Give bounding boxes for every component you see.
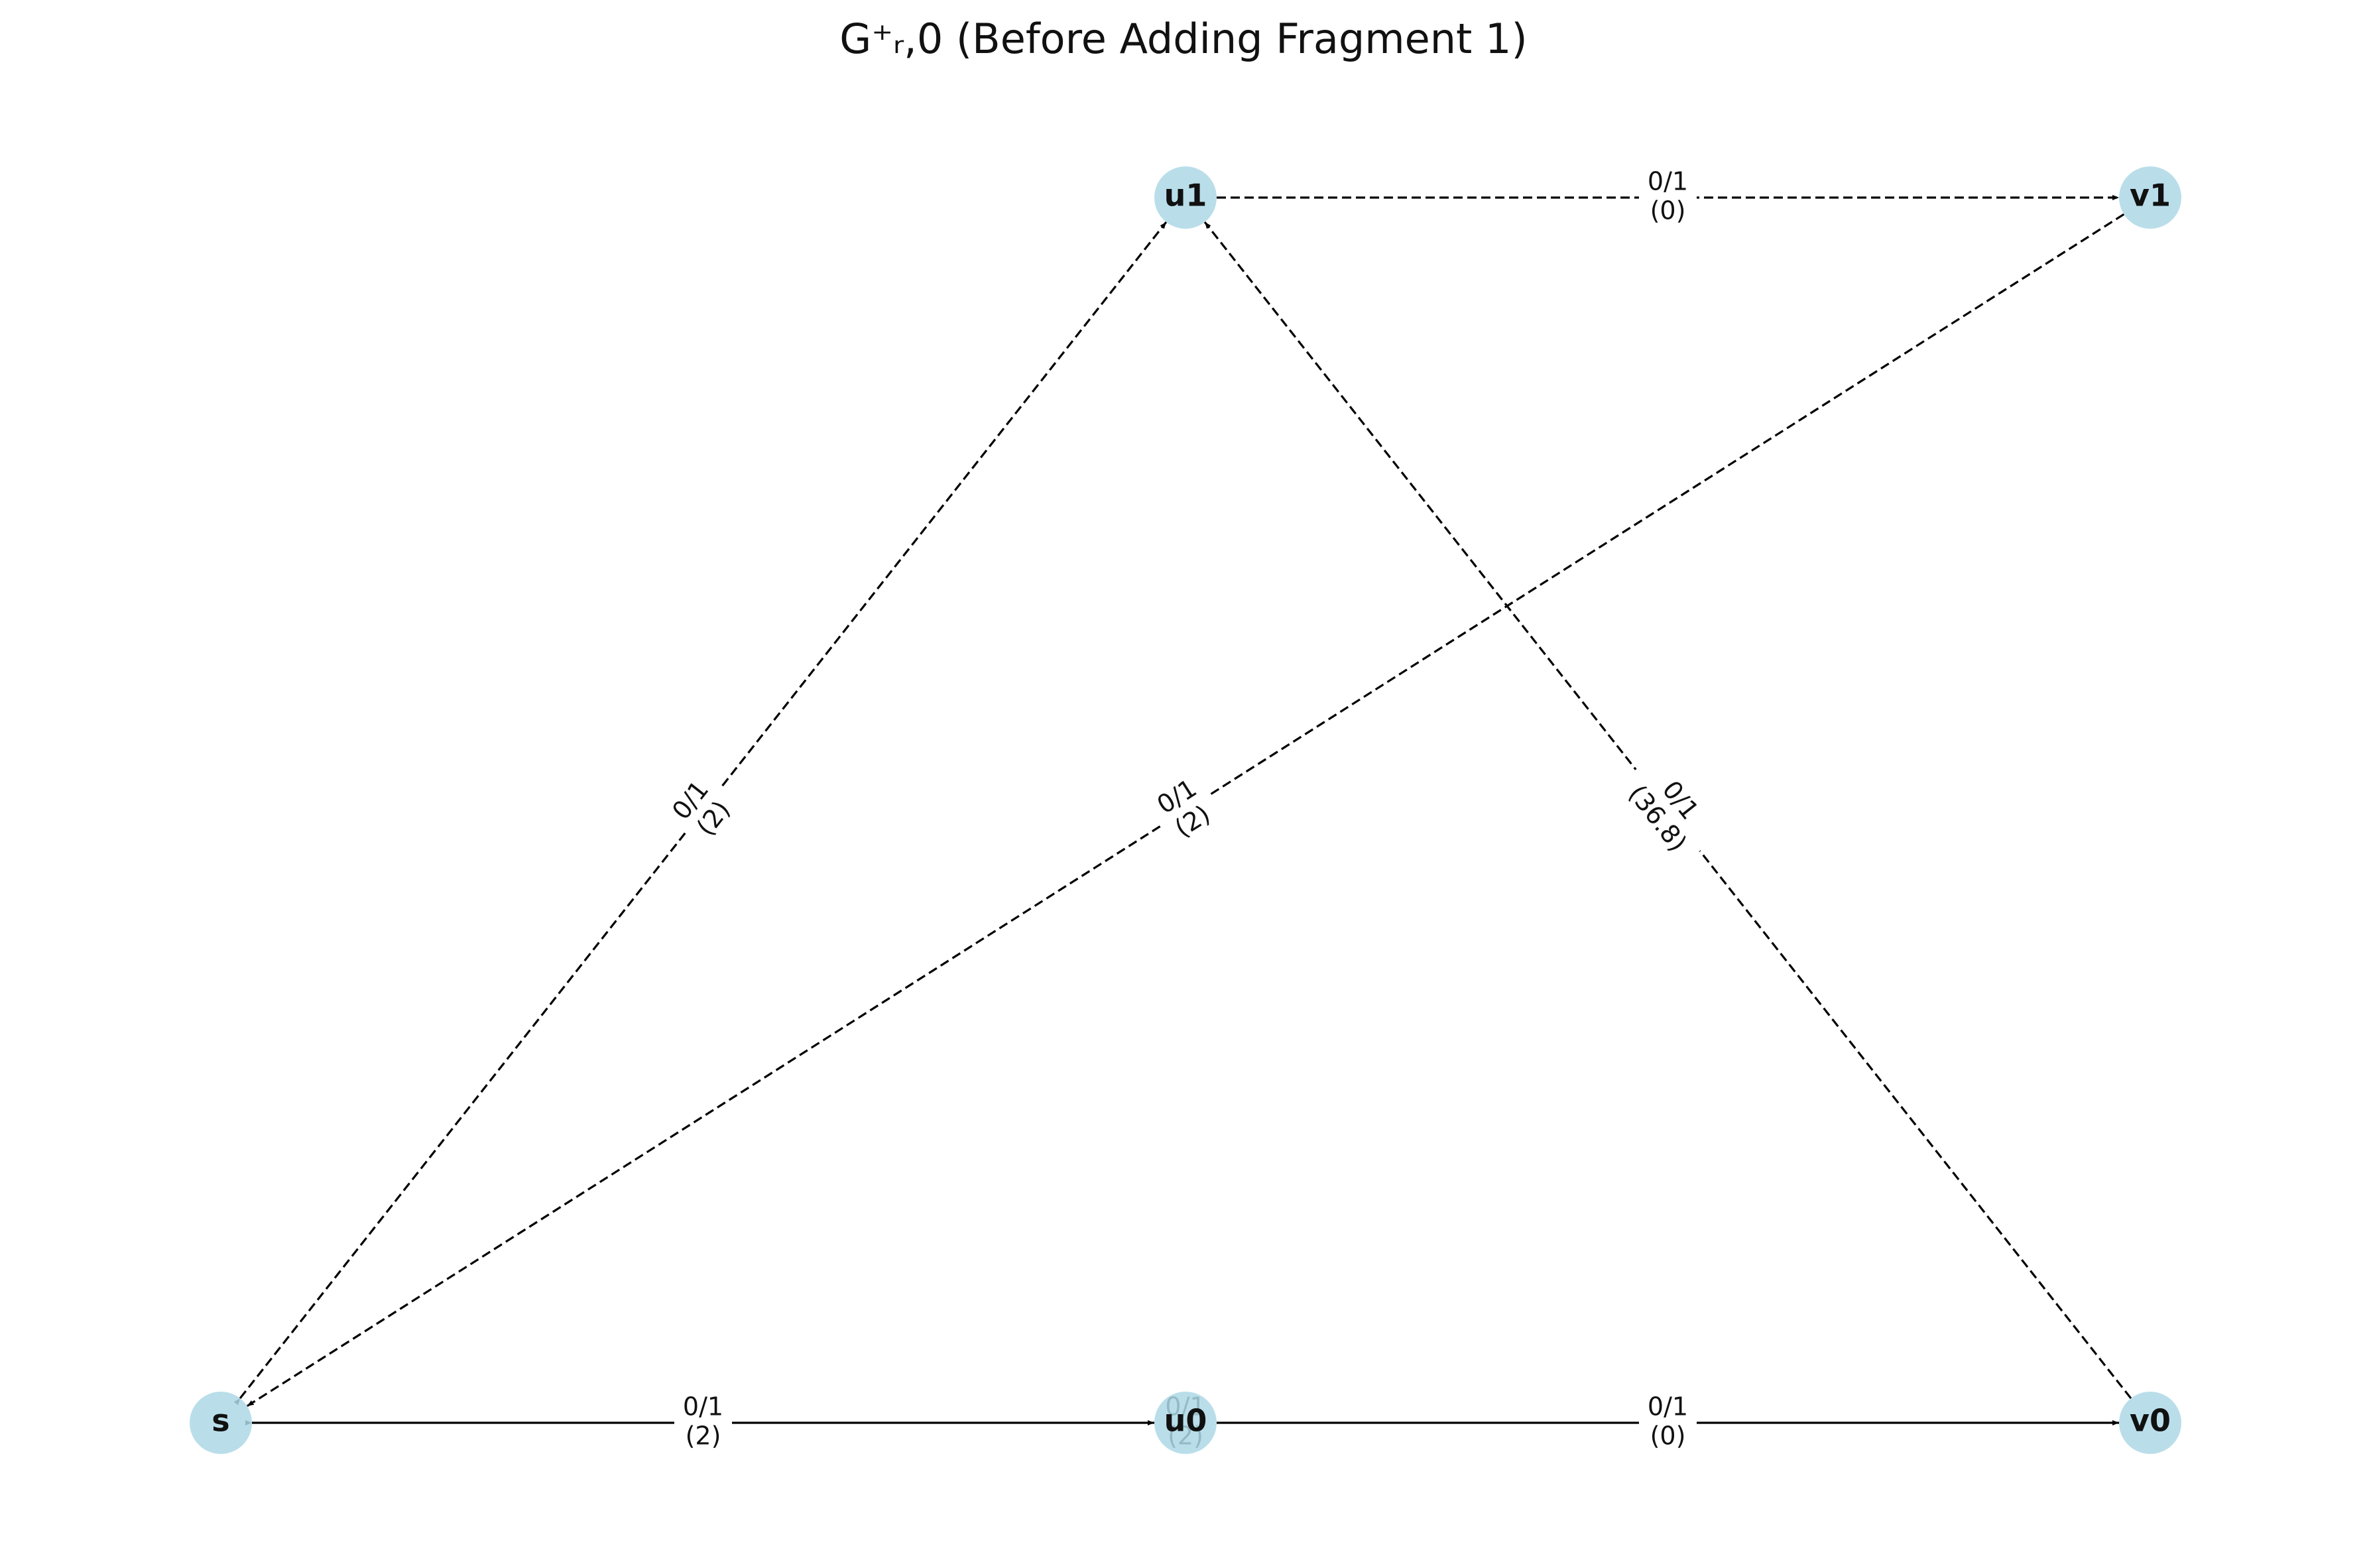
edge-label-s-u0-line-1: 0/1: [683, 1392, 723, 1421]
node-u0-circle: [1154, 1392, 1217, 1454]
edge-v1-s: [246, 213, 2125, 1408]
edge-label-u0-v0: 0/1(0): [1639, 1392, 1697, 1453]
edge-label-v1-s: 0/1(2): [1144, 768, 1227, 852]
nodes-layer: s u0 v0 u1 v1: [190, 166, 2181, 1454]
node-u1: u1: [1154, 166, 1217, 229]
node-u1-label: u1: [1164, 178, 1207, 213]
edge-label-u1-v1-background: [1639, 167, 1697, 228]
node-v1: v1: [2119, 166, 2181, 229]
node-s: s: [190, 1392, 252, 1454]
edge-label-v0-u1: 0/1(36.8): [1612, 751, 1724, 870]
edge-label-u1-v1: 0/1(0): [1639, 167, 1697, 228]
edge-labels-layer: 0/1(2)0/1(0)0/1(0)0/1(2)0/1(2)0/1(36.8): [661, 167, 1724, 1453]
edge-label-u0-v0-line-2: (0): [1650, 1421, 1686, 1451]
node-s-label: s: [212, 1403, 229, 1439]
edge-s-u1: [233, 221, 1168, 1406]
edge-v0-u1: [1203, 221, 2132, 1400]
node-v1-circle: [2119, 166, 2181, 229]
node-u0-label: u0: [1164, 1403, 1207, 1439]
node-u1-circle: [1154, 166, 1217, 229]
edge-label-s-u1: 0/1(2): [661, 768, 745, 852]
node-s-circle: [190, 1392, 252, 1454]
edge-label-u0-v0-line-1: 0/1: [1648, 1392, 1688, 1421]
graph-title: G⁺ᵣ,0 (Before Adding Fragment 1): [839, 15, 1527, 63]
node-u0: u0: [1154, 1392, 1217, 1454]
edge-label-v0-u1-background: [1612, 751, 1724, 870]
edge-label-s-u0-background: [674, 1392, 732, 1453]
node-v1-label: v1: [2130, 178, 2171, 213]
edge-label-u1-v1-line-1: 0/1: [1648, 167, 1688, 196]
edge-label-v1-s-background: [1144, 768, 1227, 852]
node-v0: v0: [2119, 1392, 2181, 1454]
edge-label-s-u0: 0/1(2): [674, 1392, 732, 1453]
edge-label-u1-v1-line-2: (0): [1650, 196, 1686, 225]
edge-label-u0-v0-background: [1639, 1392, 1697, 1453]
node-v0-label: v0: [2130, 1403, 2171, 1439]
edge-label-s-u0-line-2: (2): [686, 1421, 721, 1451]
edge-label-s-u1-background: [661, 768, 745, 852]
node-v0-circle: [2119, 1392, 2181, 1454]
